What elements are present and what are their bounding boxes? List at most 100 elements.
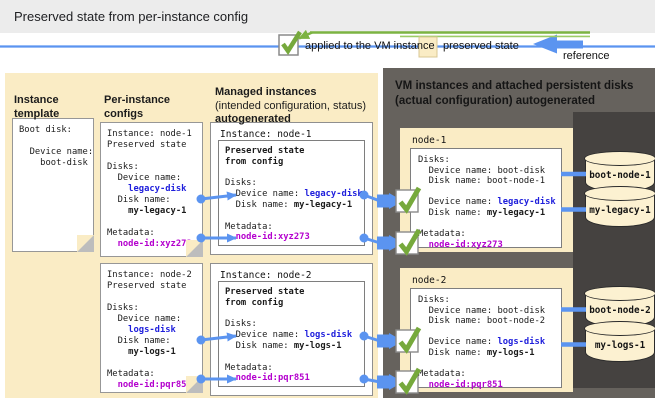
vm1-device-value: legacy-disk: [497, 197, 556, 208]
vm1-metadata-value: node-id:xyz273: [418, 239, 503, 250]
spacer: [225, 211, 364, 222]
legend-reference-label: reference: [563, 50, 610, 62]
column-header-managed-instances: Managed instances (intended configuratio…: [215, 86, 385, 127]
managed-instance-node2: Instance: node-2 Preserved state from co…: [210, 263, 373, 396]
vm1-device-label: Device name:: [418, 197, 498, 208]
pic2-disk-value: my-logs-1: [107, 347, 176, 357]
vm-header-line2: (actual configuration) autogenerated: [395, 95, 595, 107]
disk-label: boot-node-2: [589, 305, 651, 316]
column-header-per-instance-configs: Per-instance configs: [104, 94, 171, 120]
per-instance-config-node1: Instance: node-1 Preserved state Disks: …: [100, 122, 203, 257]
disk-cylinder-my-legacy-1: my-legacy-1: [584, 186, 655, 227]
page-fold-icon: [186, 376, 203, 393]
vm1-disk-label: Disk name:: [418, 207, 487, 218]
spacer: [107, 358, 202, 369]
pic1-disks-label: Disks:: [107, 162, 139, 172]
mi1-preserved-line1: Preserved state: [225, 146, 305, 156]
vm2-boot-device-line: Device name: boot-disk: [418, 305, 546, 316]
spacer: [418, 327, 561, 338]
pic1-disk-label: Disk name:: [107, 195, 171, 205]
mi1-preserved-state-box: Preserved state from config Disks: Devic…: [218, 140, 365, 246]
pic1-device-label: Device name:: [107, 173, 182, 183]
mi1-device-label: Device name:: [225, 189, 305, 200]
vm2-config-box: Disks: Device name: boot-disk Disk name:…: [410, 288, 562, 390]
mi1-disk-line: Disk name: my-legacy-1: [225, 200, 364, 211]
per-instance-config-node2: Instance: node-2 Preserved state Disks: …: [100, 263, 203, 393]
vm2-metadata-value: node-id:pqr851: [418, 379, 503, 390]
vm-node1: node-1 Disks: Device name: boot-disk Dis…: [400, 128, 573, 252]
pic1-preserved: Preserved state: [107, 140, 187, 150]
column-header-instance-template: Instance template: [14, 94, 60, 120]
mi2-instance: Instance: node-2: [220, 270, 312, 281]
pic2-disk-label: Disk name:: [107, 336, 171, 346]
vm1-boot-disk-line: Disk name: boot-node-1: [418, 176, 546, 187]
managed-header-line1: Managed instances: [215, 86, 317, 98]
vm-header-line1: VM instances and attached persistent dis…: [395, 80, 634, 92]
vm1-boot-device-line: Device name: boot-disk: [418, 165, 546, 176]
vm1-title: node-1: [412, 135, 447, 146]
vm1-metadata-label: Metadata:: [418, 229, 466, 240]
mi1-disks-label: Disks:: [225, 178, 257, 189]
legend-checkbox-icon: [278, 30, 302, 56]
pic2-preserved: Preserved state: [107, 281, 187, 291]
mi1-disk-label: Disk name:: [225, 199, 294, 210]
mi1-preserved-line2: from config: [225, 156, 284, 167]
mi2-disks-label: Disks:: [225, 319, 257, 330]
title-bar: Preserved state from per-instance config: [0, 0, 655, 33]
mi2-metadata-label: Metadata:: [225, 362, 273, 373]
mi1-instance: Instance: node-1: [220, 129, 312, 140]
pic2-metadata-label: Metadata:: [107, 369, 155, 379]
mi1-device-value: legacy-disk: [304, 189, 363, 200]
template-device-name-value: boot-disk: [19, 158, 88, 168]
spacer: [225, 309, 364, 320]
pic1-disk-value: my-legacy-1: [107, 206, 187, 216]
vm2-device-label: Device name:: [418, 337, 498, 348]
page-title: Preserved state from per-instance config: [14, 9, 249, 24]
mi2-device-line: Device name: logs-disk: [225, 330, 364, 341]
disk-label: my-legacy-1: [589, 205, 651, 216]
mi1-metadata-value: node-id:xyz273: [225, 232, 310, 243]
vm2-title: node-2: [412, 275, 447, 286]
pic2-device-label: Device name:: [107, 314, 182, 324]
legend-applied-label: applied to the VM instance: [305, 40, 435, 52]
legend-applied-arrow: [298, 29, 590, 40]
spacer: [107, 292, 202, 303]
pic2-disks-label: Disks:: [107, 303, 139, 313]
spacer: [225, 168, 364, 179]
spacer: [225, 352, 364, 363]
disk-cylinder-my-logs-1: my-logs-1: [584, 321, 655, 362]
vm2-device-line: Device name: logs-disk: [418, 337, 561, 348]
pic2-metadata-value: node-id:pqr851: [107, 380, 192, 390]
template-device-name-label: Device name:: [19, 147, 94, 157]
page-fold-icon: [186, 240, 203, 257]
pic1-instance: Instance: node-1: [107, 129, 192, 139]
mi2-disk-label: Disk name:: [225, 340, 294, 351]
mi2-metadata-value: node-id:pqr851: [225, 373, 310, 384]
pic2-device-value: logs-disk: [107, 325, 176, 335]
mi1-disk-value: my-legacy-1: [293, 199, 353, 210]
mi2-preserved-line2: from config: [225, 297, 284, 308]
spacer: [418, 219, 561, 230]
spacer: [19, 136, 93, 147]
mi2-disk-value: my-logs-1: [293, 340, 342, 351]
vm1-disk-value: my-legacy-1: [486, 207, 546, 218]
pic1-metadata-value: node-id:xyz273: [107, 239, 192, 249]
mi1-metadata-label: Metadata:: [225, 221, 273, 232]
mi2-device-value: logs-disk: [304, 330, 353, 341]
vm1-disks-label: Disks:: [418, 155, 450, 165]
spacer: [107, 151, 202, 162]
mi2-preserved-line1: Preserved state: [225, 287, 305, 297]
legend-preserved-label: preserved state: [443, 40, 519, 52]
disk-label: my-logs-1: [594, 340, 646, 351]
vm2-device-value: logs-disk: [497, 337, 546, 348]
vm-panel-header: VM instances and attached persistent dis…: [395, 79, 649, 109]
spacer: [418, 187, 561, 198]
instance-template-doc: Boot disk: Device name: boot-disk: [12, 118, 94, 252]
vm2-metadata-label: Metadata:: [418, 369, 466, 380]
pic2-instance: Instance: node-2: [107, 270, 192, 280]
vm2-disks-label: Disks:: [418, 295, 450, 305]
vm2-boot-disk-line: Disk name: boot-node-2: [418, 316, 546, 327]
spacer: [418, 359, 561, 370]
disk-label: boot-node-1: [589, 170, 651, 181]
